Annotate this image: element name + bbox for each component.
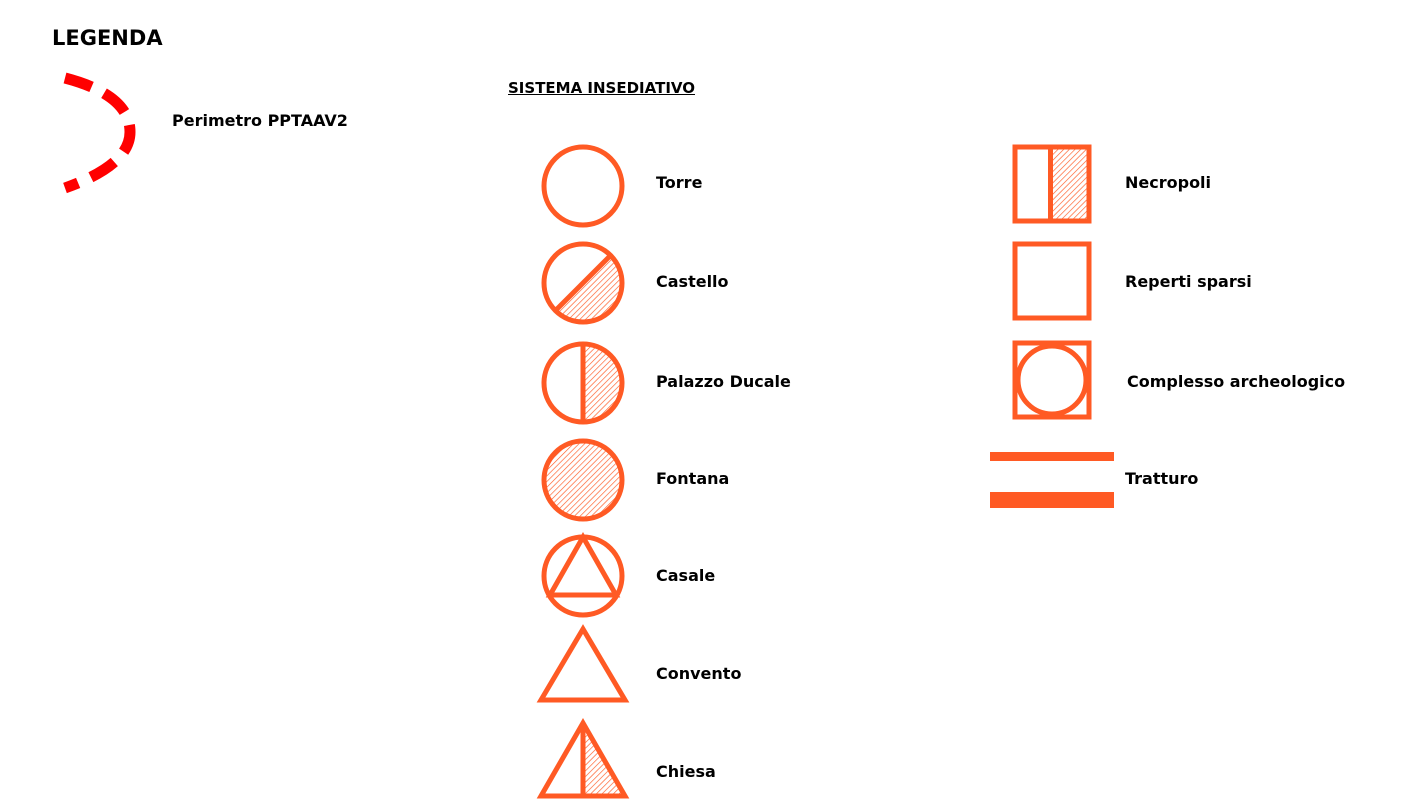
double-line-icon — [990, 452, 1114, 508]
circle-diagonal-hatched-icon — [541, 241, 625, 325]
symbol-label-castello: Castello — [656, 272, 729, 291]
perimeter-label: Perimetro PPTAAV2 — [172, 111, 348, 130]
square-half-hatched-icon — [1012, 144, 1092, 224]
symbol-label-torre: Torre — [656, 173, 703, 192]
square-circle-icon — [1012, 340, 1092, 420]
circle-half-hatched-icon — [541, 341, 625, 425]
legend-title: LEGENDA — [52, 26, 163, 50]
perimeter-icon — [63, 72, 136, 194]
symbol-label-tratturo: Tratturo — [1125, 469, 1199, 488]
symbol-label-necropoli: Necropoli — [1125, 173, 1212, 192]
symbol-label-complesso-archeologico: Complesso archeologico — [1127, 372, 1346, 391]
symbol-label-palazzo-ducale: Palazzo Ducale — [656, 372, 791, 391]
symbol-label-convento: Convento — [656, 664, 742, 683]
circle-icon — [541, 144, 625, 228]
square-icon — [1012, 241, 1092, 321]
section-title: SISTEMA INSEDIATIVO — [508, 79, 695, 97]
symbol-label-fontana: Fontana — [656, 469, 730, 488]
symbol-label-reperti-sparsi: Reperti sparsi — [1125, 272, 1252, 291]
circle-triangle-icon — [541, 531, 625, 618]
triangle-half-hatched-icon — [536, 717, 630, 799]
symbol-label-chiesa: Chiesa — [656, 762, 716, 781]
triangle-icon — [536, 624, 630, 703]
symbol-label-casale: Casale — [656, 566, 716, 585]
circle-hatched-icon — [541, 438, 625, 522]
